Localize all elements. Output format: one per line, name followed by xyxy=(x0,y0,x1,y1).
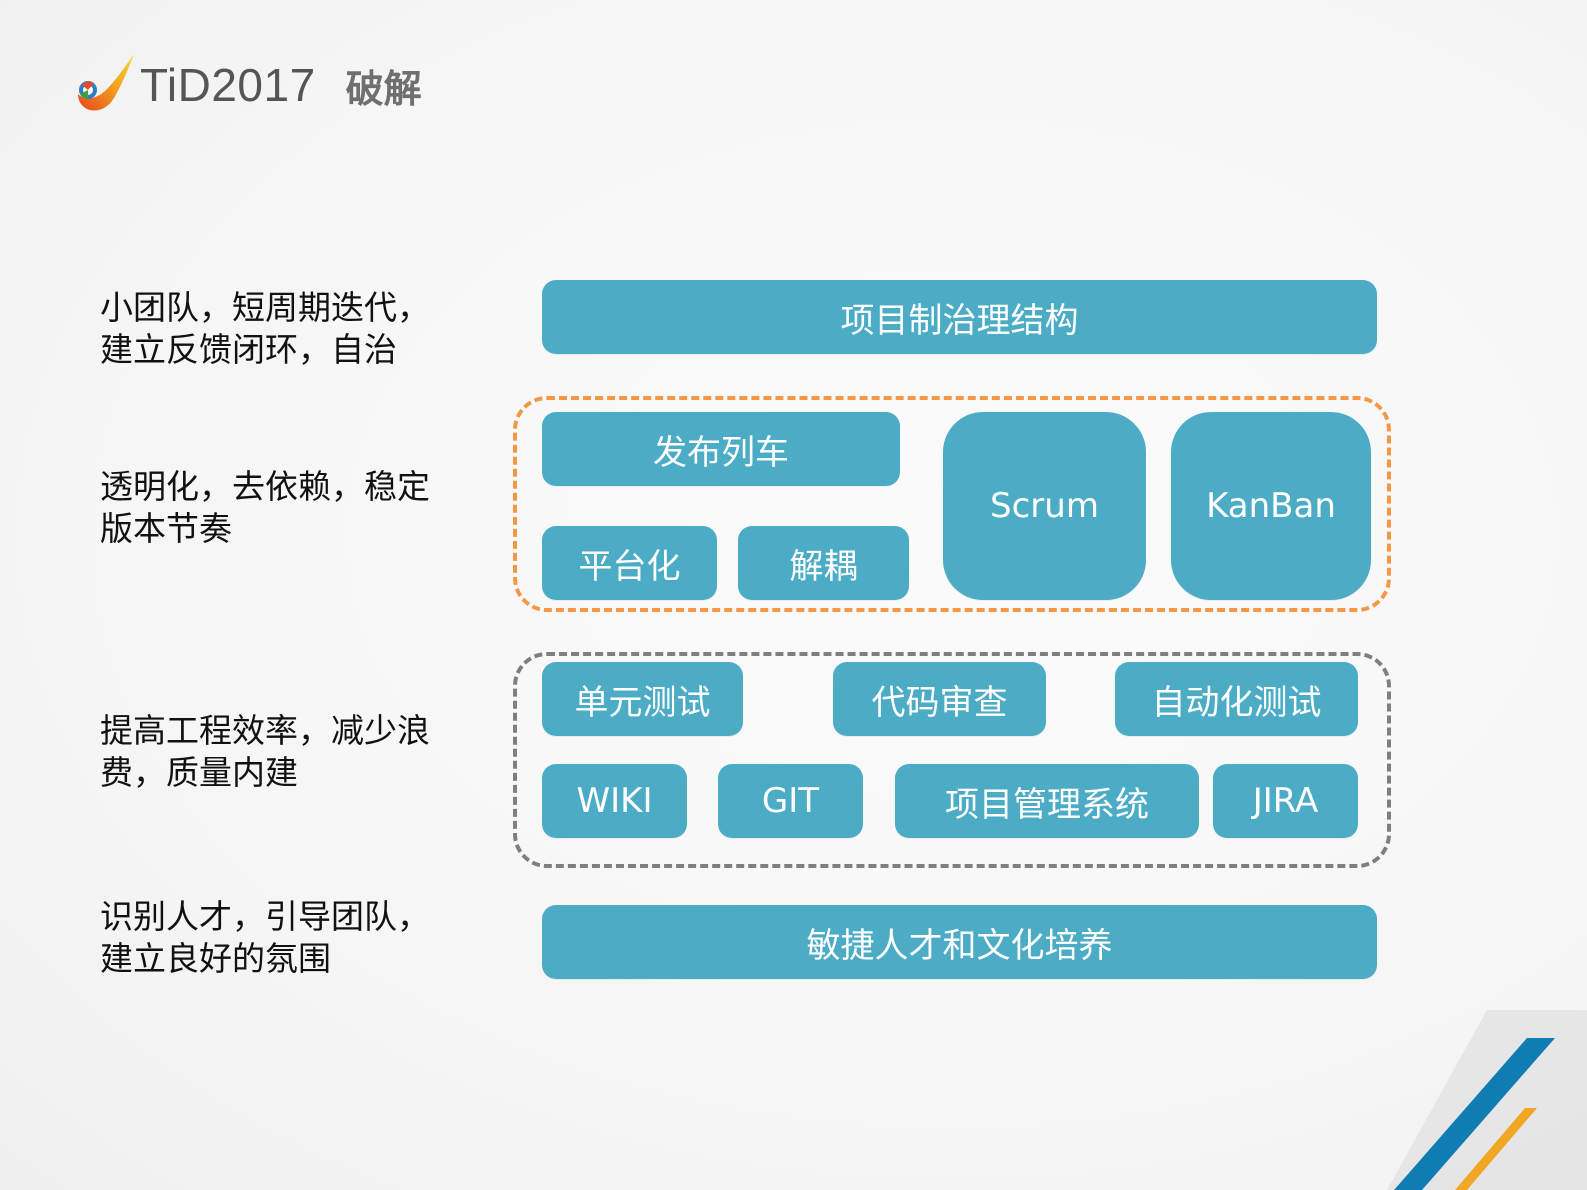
box-project-management-system: 项目管理系统 xyxy=(895,764,1199,838)
engineering-layer-group xyxy=(513,652,1391,868)
slide-title: 破解 xyxy=(345,66,422,111)
box-platformization: 平台化 xyxy=(542,526,717,600)
description-release: 透明化，去依赖，稳定 版本节奏 xyxy=(100,467,430,548)
box-automated-testing: 自动化测试 xyxy=(1115,662,1358,736)
box-governance-structure: 项目制治理结构 xyxy=(542,280,1377,354)
description-culture: 识别人才，引导团队， 建立良好的氛围 xyxy=(100,897,430,978)
box-wiki: WIKI xyxy=(542,764,687,838)
tid-flame-logo-icon xyxy=(78,54,134,111)
box-scrum: Scrum xyxy=(943,412,1146,600)
release-layer-group xyxy=(513,396,1391,612)
box-kanban: KanBan xyxy=(1171,412,1371,600)
box-jira: JIRA xyxy=(1213,764,1358,838)
description-engineering: 提高工程效率，减少浪 费，质量内建 xyxy=(100,711,430,792)
slide-header: TiD2017 破解 xyxy=(72,52,422,118)
decorative-stripes-bottom-right xyxy=(1387,1010,1587,1190)
description-governance: 小团队，短周期迭代， 建立反馈闭环，自治 xyxy=(100,288,430,369)
box-decoupling: 解耦 xyxy=(738,526,909,600)
brand-title: TiD2017 xyxy=(140,59,316,111)
box-agile-talent-culture: 敏捷人才和文化培养 xyxy=(542,905,1377,979)
box-unit-testing: 单元测试 xyxy=(542,662,743,736)
box-release-train: 发布列车 xyxy=(542,412,900,486)
box-git: GIT xyxy=(718,764,863,838)
box-code-review: 代码审查 xyxy=(833,662,1046,736)
